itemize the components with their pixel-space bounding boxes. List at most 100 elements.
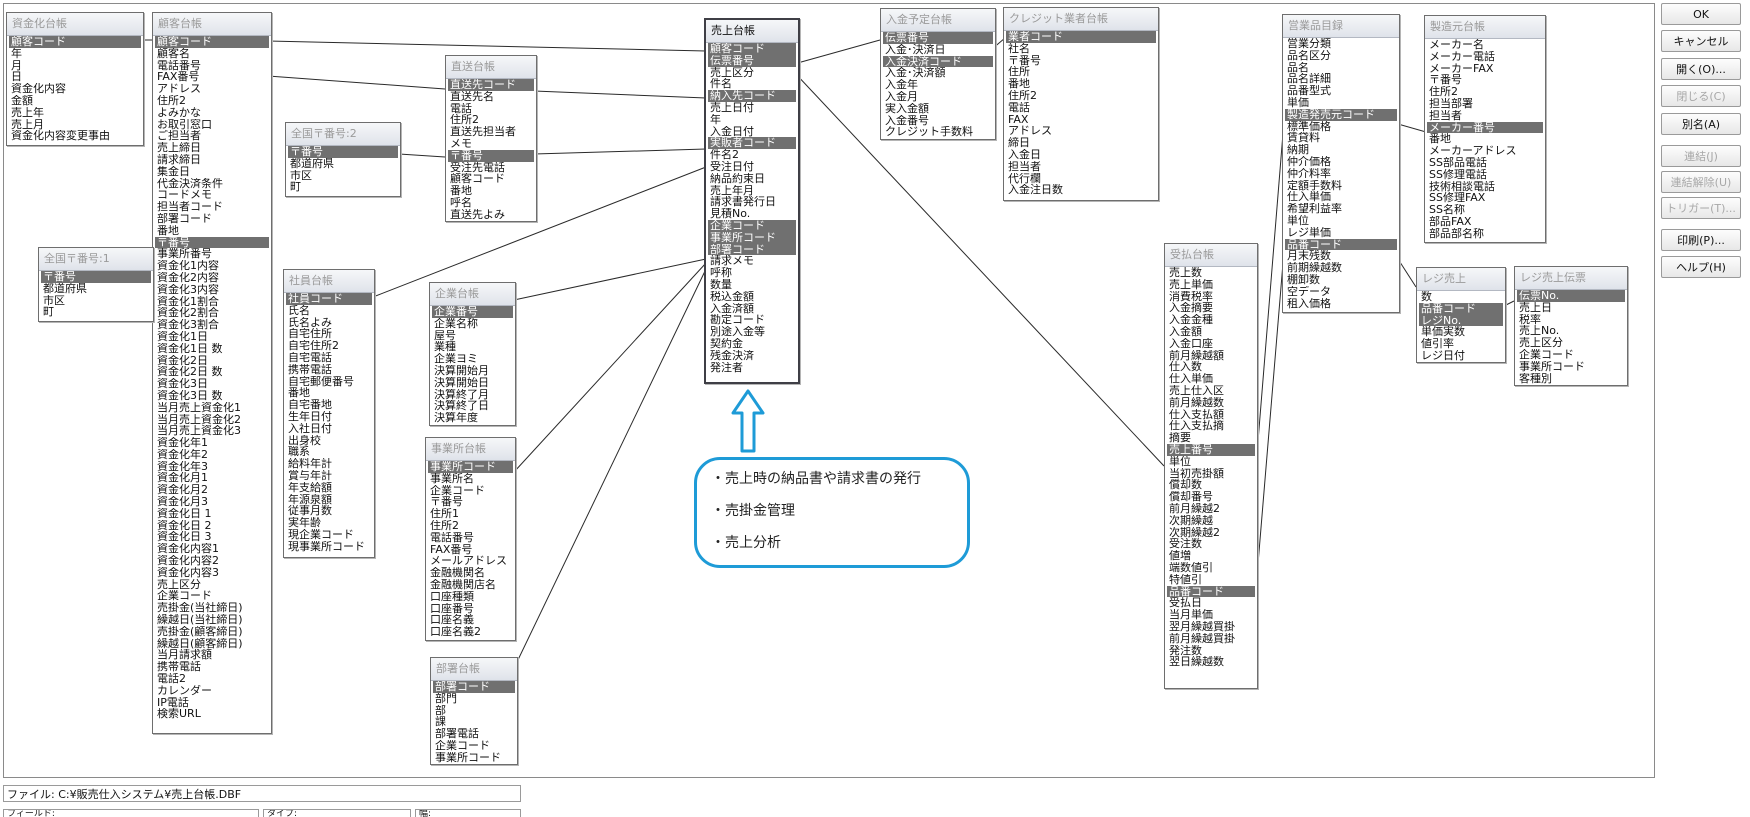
field-item[interactable]: 数量 <box>710 278 732 291</box>
field-item[interactable]: 番地 <box>157 224 179 237</box>
table-zenkoku1[interactable]: 全国〒番号:1〒番号都道府県市区町 <box>38 247 154 322</box>
field-item[interactable]: 入金年 <box>885 79 918 91</box>
field-item[interactable]: 入金･決済額 <box>885 67 946 80</box>
field-item[interactable]: 入金摘要 <box>1169 302 1213 315</box>
field-item[interactable]: 番地 <box>288 387 310 400</box>
field-item[interactable]: 単位 <box>1169 455 1191 468</box>
field-item[interactable]: メーカー名 <box>1429 39 1484 51</box>
field-item[interactable]: 課 <box>435 716 446 729</box>
field-item[interactable]: 部品部名称 <box>1429 227 1484 240</box>
field-item[interactable]: 決算開始月 <box>434 364 489 377</box>
close-table-button[interactable]: 閉じる(C) <box>1661 85 1741 107</box>
key-field[interactable]: 納入先コード <box>708 90 796 102</box>
table-title[interactable]: 営業品目録 <box>1283 15 1399 38</box>
field-item[interactable]: 仕入数 <box>1169 361 1202 374</box>
field-item[interactable]: 請求書発行日 <box>710 196 776 209</box>
field-item[interactable]: 住所2 <box>1429 86 1458 98</box>
field-item[interactable]: レジ単価 <box>1287 226 1331 239</box>
field-item[interactable]: 売上数 <box>1169 267 1202 279</box>
key-field[interactable]: 〒番号 <box>155 236 269 249</box>
key-field[interactable]: 売上番号 <box>1167 443 1255 456</box>
field-item[interactable]: 市区 <box>290 169 312 182</box>
field-item[interactable]: 事業所コード <box>1519 360 1585 373</box>
print-button[interactable]: 印刷(P)... <box>1661 229 1741 251</box>
field-item[interactable]: 携帯電話 <box>288 363 332 376</box>
field-item[interactable]: 定額手数料 <box>1287 179 1342 192</box>
key-field[interactable]: 顧客コード <box>155 36 269 48</box>
field-item[interactable]: 生年日付 <box>288 410 332 423</box>
field-item[interactable]: 受払日 <box>1169 597 1202 610</box>
field-item[interactable]: 受注数 <box>1169 538 1202 551</box>
table-rejiden[interactable]: レジ売上伝票伝票No.売上日税率売上No.売上区分企業コード事業所コード客種別 <box>1514 266 1628 386</box>
field-item[interactable]: FAX番号 <box>430 543 473 556</box>
field-item[interactable]: 住所2 <box>1008 89 1037 102</box>
field-item[interactable]: 単位 <box>1287 214 1309 227</box>
field-item[interactable]: 売上年 <box>11 106 44 119</box>
field-item[interactable]: 仕入単価 <box>1169 373 1213 385</box>
field-item[interactable]: SS名称 <box>1429 204 1465 216</box>
field-item[interactable]: 入金注日数 <box>1008 184 1063 197</box>
field-item[interactable]: 資金化年3 <box>157 460 208 473</box>
field-item[interactable]: 市区 <box>43 294 65 307</box>
field-item[interactable]: 資金化年2 <box>157 448 208 461</box>
table-shikin[interactable]: 資金化台帳顧客コード年月日資金化内容金額売上年売上月資金化内容変更事由 <box>6 12 144 146</box>
field-item[interactable]: 値増 <box>1169 550 1191 562</box>
field-list[interactable]: 企業番号企業名称屋号業種企業ヨミ決算開始月決算開始日決算終了月決算終了日決算年度 <box>430 306 515 424</box>
field-item[interactable]: 納品約束日 <box>710 172 765 185</box>
field-item[interactable]: 呼称 <box>710 267 732 279</box>
field-item[interactable]: 金融機関店名 <box>430 578 496 591</box>
field-item[interactable]: 現企業コード <box>288 528 354 541</box>
field-item[interactable]: 口座種類 <box>430 590 474 603</box>
field-item[interactable]: 売上仕入区 <box>1169 384 1224 397</box>
field-item[interactable]: 入社日付 <box>288 422 332 435</box>
field-item[interactable]: 資金化月3 <box>157 496 208 508</box>
table-zenkoku2[interactable]: 全国〒番号:2〒番号都道府県市区町 <box>285 122 401 197</box>
field-item[interactable]: 資金化年1 <box>157 437 208 449</box>
table-title[interactable]: レジ売上 <box>1417 268 1505 291</box>
field-list[interactable]: 顧客コード年月日資金化内容金額売上年売上月資金化内容変更事由 <box>7 36 143 142</box>
table-title[interactable]: 売上台帳 <box>706 20 798 43</box>
table-busho[interactable]: 部署台帳部署コード部門部課部署電話企業コード事業所コード <box>430 657 518 765</box>
field-item[interactable]: 口座番号 <box>430 602 474 615</box>
field-item[interactable]: 資金化2日 数 <box>157 366 223 379</box>
field-item[interactable]: 売上区分 <box>1519 337 1563 349</box>
key-field[interactable]: 企業番号 <box>432 306 513 318</box>
field-item[interactable]: 受注日付 <box>710 160 754 173</box>
table-title[interactable]: 企業台帳 <box>430 283 515 306</box>
field-item[interactable]: コードメモ <box>157 189 212 202</box>
field-item[interactable]: 事業所名 <box>430 472 474 485</box>
field-item[interactable]: 資金化3割合 <box>157 319 219 331</box>
field-item[interactable]: 携帯電話 <box>157 661 201 674</box>
field-list[interactable]: 伝票No.売上日税率売上No.売上区分企業コード事業所コード客種別 <box>1515 290 1627 384</box>
field-item[interactable]: 売上日 <box>1519 301 1552 314</box>
field-item[interactable]: 担当者コード <box>157 201 223 213</box>
key-field[interactable]: 入金決済コード <box>883 55 993 68</box>
table-title[interactable]: 入金予定台帳 <box>881 9 995 32</box>
field-list[interactable]: 営業分類品名区分品名品名詳細品番型式単価製造発売元コード標準価格賃貸料納期仲介価… <box>1283 38 1399 309</box>
field-item[interactable]: 仲介料率 <box>1287 167 1331 180</box>
field-item[interactable]: 標準価格 <box>1287 120 1331 133</box>
field-item[interactable]: 事業所コード <box>435 751 501 764</box>
field-item[interactable]: 町 <box>290 181 301 194</box>
field-item[interactable]: 〒番号 <box>430 496 463 509</box>
table-title[interactable]: 全国〒番号:1 <box>39 248 153 271</box>
field-item[interactable]: 部品FAX <box>1429 215 1472 228</box>
field-item[interactable]: 単価実数 <box>1421 326 1465 339</box>
field-item[interactable]: 年源泉額 <box>288 493 332 506</box>
field-item[interactable]: 自宅郵便番号 <box>288 375 354 388</box>
key-field[interactable]: 部署コード <box>708 243 796 256</box>
field-item[interactable]: FAX <box>1008 113 1029 126</box>
table-title[interactable]: 製造元台帳 <box>1425 16 1545 39</box>
field-item[interactable]: 住所1 <box>430 508 459 520</box>
field-item[interactable]: 氏名よみ <box>288 316 332 329</box>
field-item[interactable]: メーカーFAX <box>1429 62 1494 75</box>
field-list[interactable]: 〒番号都道府県市区町 <box>39 271 153 318</box>
field-item[interactable]: 番地 <box>1429 133 1451 146</box>
field-item[interactable]: 口座名義2 <box>430 626 481 638</box>
field-item[interactable]: 現事業所コード <box>288 540 365 553</box>
field-item[interactable]: 実入金額 <box>885 102 929 115</box>
field-item[interactable]: 当月単価 <box>1169 609 1213 621</box>
